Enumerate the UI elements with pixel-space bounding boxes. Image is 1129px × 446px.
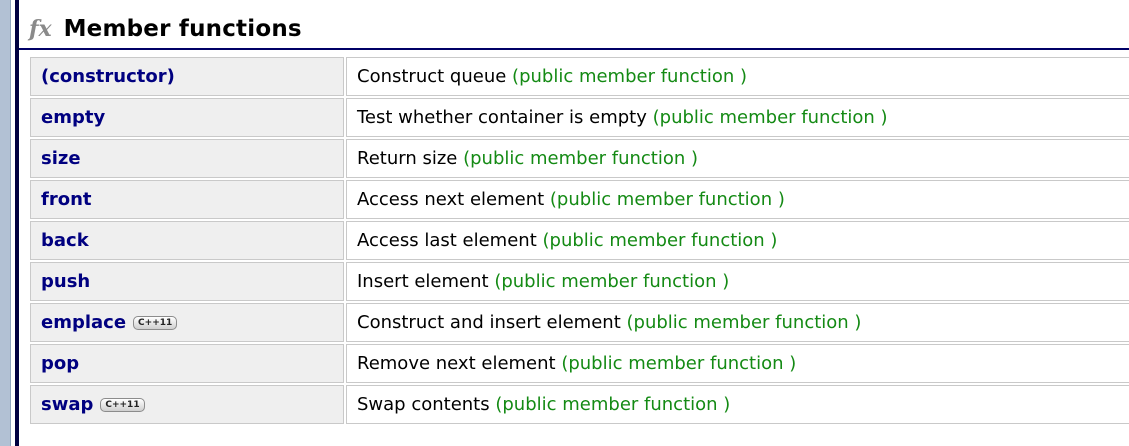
function-description-cell: Access last element (public member funct… (346, 221, 1129, 260)
function-link[interactable]: swap (41, 394, 94, 415)
function-description-cell: Construct queue (public member function … (346, 57, 1129, 96)
cpp11-badge: C++11 (100, 398, 145, 412)
function-description-cell: Swap contents (public member function ) (346, 385, 1129, 424)
function-name-cell: back (30, 221, 344, 260)
table-row: pop Remove next element (public member fu… (30, 344, 1129, 383)
function-link[interactable]: (constructor) (41, 66, 175, 87)
page-left-border (15, 0, 19, 446)
table-row: back Access last element (public member f… (30, 221, 1129, 260)
function-description-cell: Test whether container is empty (public … (346, 98, 1129, 137)
function-link[interactable]: back (41, 230, 89, 251)
member-functions-table: (constructor) Construct queue (public mem… (28, 55, 1129, 426)
function-description: Construct queue (357, 66, 507, 87)
function-link[interactable]: pop (41, 353, 80, 374)
member-kind-annotation: (public member function ) (542, 230, 778, 251)
function-name-cell: push (30, 262, 344, 301)
table-row: swap C++11 Swap contents (public member fu… (30, 385, 1129, 424)
member-kind-annotation: (public member function ) (549, 189, 785, 210)
function-icon: fx (29, 16, 52, 42)
function-name-cell: pop (30, 344, 344, 383)
page-content: fx Member functions (constructor) Constru… (19, 0, 1129, 446)
function-link[interactable]: emplace (41, 312, 127, 333)
member-functions-table-body: (constructor) Construct queue (public mem… (30, 57, 1129, 424)
function-description: Test whether container is empty (357, 107, 647, 128)
section-title: Member functions (63, 16, 302, 42)
table-row: size Return size (public member function … (30, 139, 1129, 178)
function-name-cell: front (30, 180, 344, 219)
function-description: Return size (357, 148, 458, 169)
member-kind-annotation: (public member function ) (494, 271, 730, 292)
function-description: Insert element (357, 271, 489, 292)
function-description-cell: Construct and insert element (public mem… (346, 303, 1129, 342)
function-description-cell: Access next element (public member funct… (346, 180, 1129, 219)
cpp11-badge: C++11 (133, 316, 178, 330)
function-description: Construct and insert element (357, 312, 621, 333)
table-row: push Insert element (public member functi… (30, 262, 1129, 301)
member-kind-annotation: (public member function ) (561, 353, 797, 374)
table-row: emplace C++11 Construct and insert element… (30, 303, 1129, 342)
function-link[interactable]: push (41, 271, 91, 292)
function-name-cell: (constructor) (30, 57, 344, 96)
function-link[interactable]: size (41, 148, 81, 169)
function-description: Remove next element (357, 353, 556, 374)
function-description: Access last element (357, 230, 537, 251)
member-kind-annotation: (public member function ) (652, 107, 888, 128)
function-description: Access next element (357, 189, 545, 210)
function-link[interactable]: empty (41, 107, 106, 128)
table-row: front Access next element (public member … (30, 180, 1129, 219)
member-kind-annotation: (public member function ) (463, 148, 699, 169)
table-row: empty Test whether container is empty (pu… (30, 98, 1129, 137)
function-name-cell: emplace C++11 (30, 303, 344, 342)
window-edge-bar (0, 0, 11, 446)
member-kind-annotation: (public member function ) (512, 66, 747, 87)
function-description-cell: Insert element (public member function ) (346, 262, 1129, 301)
function-description-cell: Return size (public member function ) (346, 139, 1129, 178)
member-kind-annotation: (public member function ) (495, 394, 731, 415)
function-description-cell: Remove next element (public member funct… (346, 344, 1129, 383)
function-name-cell: size (30, 139, 344, 178)
function-name-cell: empty (30, 98, 344, 137)
function-name-cell: swap C++11 (30, 385, 344, 424)
function-link[interactable]: front (41, 189, 92, 210)
function-description: Swap contents (357, 394, 490, 415)
section-header: fx Member functions (19, 0, 1129, 50)
member-kind-annotation: (public member function ) (626, 312, 862, 333)
table-row: (constructor) Construct queue (public mem… (30, 57, 1129, 96)
